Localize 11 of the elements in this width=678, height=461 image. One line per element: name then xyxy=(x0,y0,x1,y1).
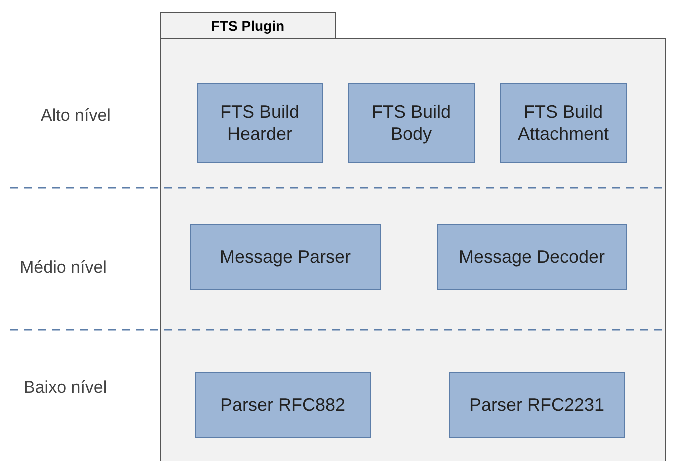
component-box: Parser RFC2231 xyxy=(449,372,625,438)
component-box: Message Parser xyxy=(190,224,381,290)
component-box: FTS Build Attachment xyxy=(500,83,627,163)
level-label: Médio nível xyxy=(20,258,107,278)
component-box: FTS Build Body xyxy=(348,83,475,163)
component-box: Parser RFC882 xyxy=(195,372,371,438)
level-label: Alto nível xyxy=(41,106,111,126)
component-box: FTS Build Hearder xyxy=(197,83,323,163)
level-label: Baixo nível xyxy=(24,378,108,398)
component-box: Message Decoder xyxy=(437,224,627,290)
package-tab: FTS Plugin xyxy=(160,12,336,39)
